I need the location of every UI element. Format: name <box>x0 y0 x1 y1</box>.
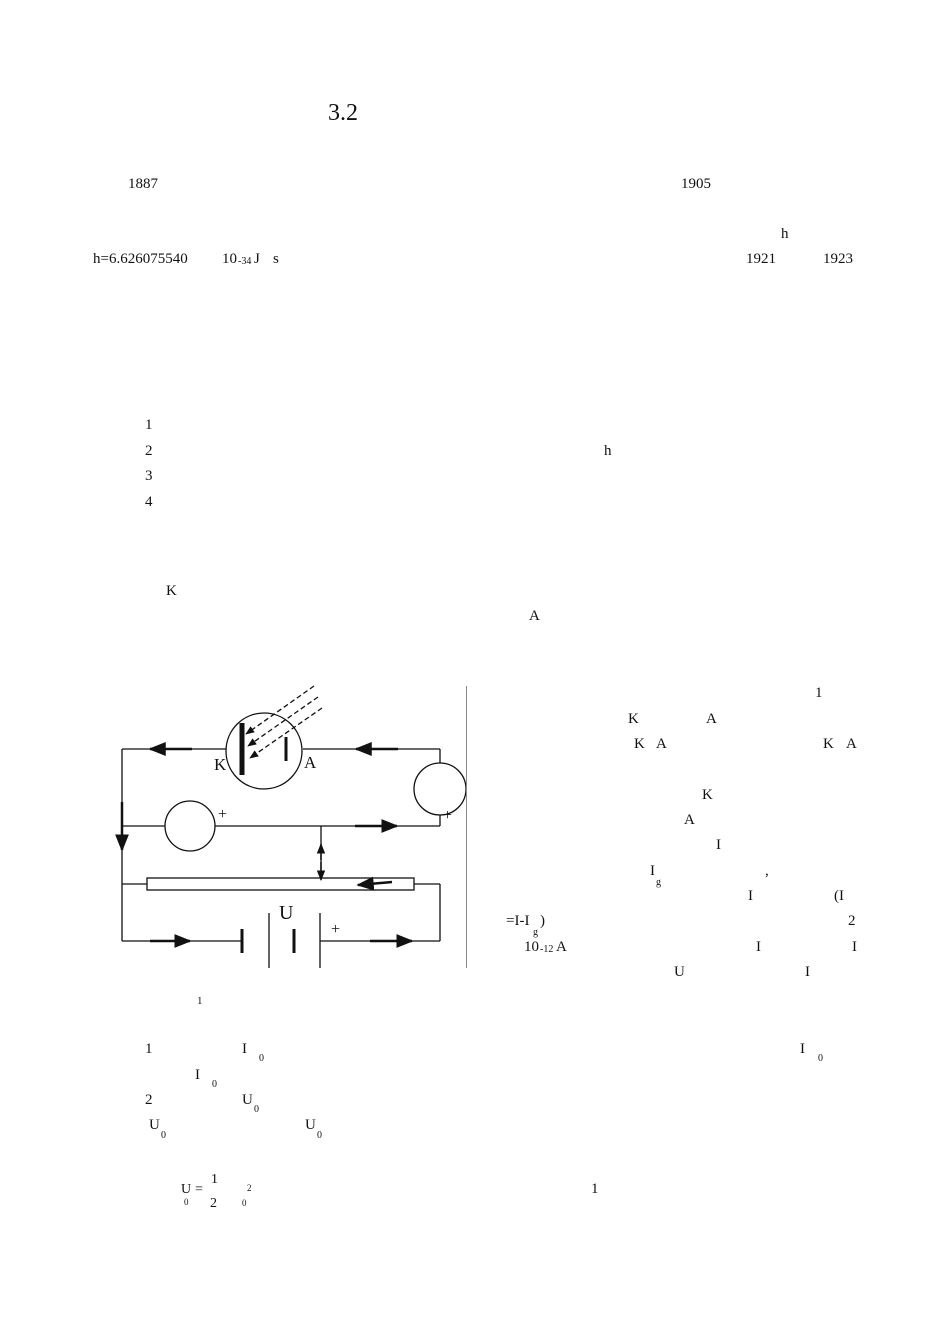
battery-plus: + <box>331 921 341 938</box>
rc-paren-i: (I <box>834 888 844 904</box>
light-ray-1 <box>245 685 315 735</box>
rc-k4: K <box>702 787 713 803</box>
planck-exponent: -34 <box>238 256 252 267</box>
law-i-b: I <box>800 1041 805 1057</box>
principle-cathode: K <box>166 583 177 599</box>
year-1887: 1887 <box>128 176 158 192</box>
rc-k3: K <box>823 736 834 752</box>
law-i-b-sub: 0 <box>818 1053 823 1064</box>
rc-ten-exp: -12 <box>540 944 554 955</box>
voltmeter <box>164 800 216 852</box>
objective-3: 3 <box>145 468 153 484</box>
rc-a4: A <box>684 812 695 828</box>
rc-i1: I <box>716 837 721 853</box>
planck-base: 10 <box>222 251 237 267</box>
unit-second: s <box>273 251 279 267</box>
law-u-c-sub: 0 <box>317 1130 322 1141</box>
circuit-label-u: U <box>279 902 294 924</box>
circuit-label-a: A <box>304 753 317 772</box>
rc-ig: I <box>650 863 655 879</box>
rc-i2: I <box>748 888 753 904</box>
galvanometer-plus: + <box>443 807 453 824</box>
galvanometer <box>413 762 467 816</box>
law-i-c-sub: 0 <box>212 1079 217 1090</box>
law-i-a: I <box>242 1041 247 1057</box>
year-1923: 1923 <box>823 251 853 267</box>
rc-a3: A <box>846 736 857 752</box>
column-divider <box>466 686 467 968</box>
formula-u: U <box>181 1182 192 1197</box>
year-1921: 1921 <box>746 251 776 267</box>
rc-i5: I <box>805 964 810 980</box>
rc-comma: , <box>765 863 769 879</box>
rc-i4: I <box>852 939 857 955</box>
law-u-b-sub: 0 <box>161 1130 166 1141</box>
rc-n2: 2 <box>848 913 856 929</box>
rc-k1: K <box>628 711 639 727</box>
light-ray-3 <box>249 707 323 759</box>
objective-2: 2 <box>145 443 153 459</box>
rc-u: U <box>674 964 685 980</box>
formula-eq: = <box>195 1182 203 1197</box>
rc-k2: K <box>634 736 645 752</box>
rc-ten: 10 <box>524 939 539 955</box>
law-1: 1 <box>145 1041 153 1057</box>
formula-u-sub: 0 <box>184 1197 189 1207</box>
objective-2-h: h <box>604 443 612 459</box>
light-ray-2 <box>247 696 319 747</box>
formula-denominator: 2 <box>210 1196 217 1211</box>
rc-eq: =I-I <box>506 913 530 929</box>
rc-eq-sub: g <box>533 927 538 938</box>
rc-i3: I <box>756 939 761 955</box>
section-number: 3.2 <box>328 100 358 126</box>
fig-ref: 1 <box>815 685 823 701</box>
principle-anode: A <box>529 608 540 624</box>
formula-v-sub: 0 <box>242 1198 247 1208</box>
law-u-b: U <box>149 1117 160 1133</box>
law-u-a: U <box>242 1092 253 1108</box>
rc-ten-a: A <box>556 939 567 955</box>
law-i-c: I <box>195 1067 200 1083</box>
planck-symbol: h <box>781 226 789 242</box>
planck-constant-value: h=6.626075540 <box>93 251 188 267</box>
phototube <box>225 712 303 790</box>
rc-ig-sub: g <box>656 877 661 888</box>
objective-4: 4 <box>145 494 153 510</box>
equation-number: 1 <box>591 1181 599 1197</box>
year-1905: 1905 <box>681 176 711 192</box>
voltmeter-plus: + <box>218 806 228 823</box>
unit-joule: J <box>254 251 260 267</box>
law-u-c: U <box>305 1117 316 1133</box>
law-u-a-sub: 0 <box>254 1104 259 1115</box>
rc-eq-close: ) <box>540 913 545 929</box>
formula-square: 2 <box>247 1183 252 1193</box>
formula-numerator: 1 <box>211 1172 218 1187</box>
arrow-rheostat <box>356 876 393 891</box>
rc-a2: A <box>656 736 667 752</box>
rc-a1: A <box>706 711 717 727</box>
circuit-label-k: K <box>214 755 227 774</box>
law-2: 2 <box>145 1092 153 1108</box>
figure-caption: 1 <box>197 995 203 1007</box>
law-i-a-sub: 0 <box>259 1053 264 1064</box>
objective-1: 1 <box>145 417 153 433</box>
